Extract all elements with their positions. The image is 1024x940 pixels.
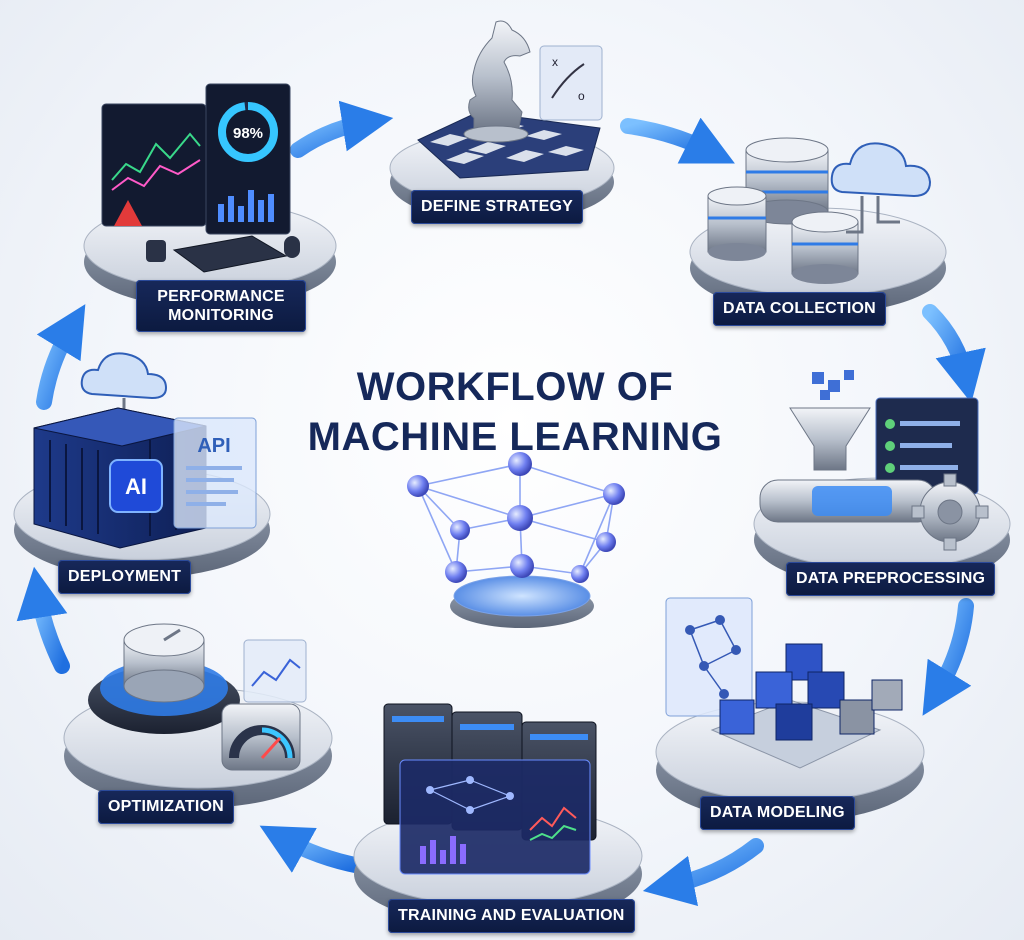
- diagram-title: WORKFLOW OF MACHINE LEARNING: [280, 362, 750, 462]
- speedometer-gauge-icon: [221, 703, 301, 771]
- mouse-icon: [284, 236, 300, 258]
- svg-text:x: x: [552, 55, 558, 69]
- stage-label-data-preprocessing: DATA PREPROCESSING: [786, 562, 996, 596]
- svg-text:o: o: [578, 89, 585, 103]
- stage-label-deployment: DEPLOYMENT: [58, 560, 192, 594]
- data-collection-illustration: [707, 137, 932, 284]
- stage-label-data-collection: DATA COLLECTION: [713, 292, 886, 326]
- arrow-training-to-optimization: [259, 825, 368, 874]
- arrow-optimization-to-deployment: [16, 566, 70, 674]
- stage-label-define-strategy: DEFINE STRATEGY: [411, 190, 584, 224]
- keyboard-icon: [172, 235, 288, 273]
- database-icon: [707, 186, 767, 261]
- stage-label-training-and-evaluation: TRAINING AND EVALUATION: [388, 899, 635, 933]
- control-dial-icon: [123, 623, 205, 703]
- warning-icon: [114, 200, 142, 226]
- trend-panel: [243, 639, 307, 703]
- api-panel-label: API: [197, 435, 230, 457]
- neural-network-hologram: [407, 452, 625, 628]
- gear-icon: [911, 473, 989, 551]
- data-blocks: [812, 370, 854, 400]
- monitor-icon: 98%: [205, 83, 291, 235]
- monitor-icon: [101, 103, 207, 227]
- performance-monitoring-illustration: 98%: [101, 83, 300, 273]
- arrow-preprocessing-to-modeling: [922, 598, 974, 716]
- cloud-icon: [80, 352, 168, 400]
- stage-label-optimization: OPTIMIZATION: [98, 790, 234, 824]
- model-cubes: [719, 643, 903, 741]
- optimization-illustration: [88, 623, 307, 771]
- performance-gauge-value: 98%: [233, 125, 263, 142]
- title-line-2: MACHINE LEARNING: [307, 415, 723, 459]
- define-strategy-illustration: x o: [417, 20, 603, 179]
- title-line-1: WORKFLOW OF: [356, 365, 674, 409]
- stage-label-performance-monitoring-line2: MONITORING: [168, 307, 274, 324]
- training-and-evaluation-illustration: [383, 703, 597, 875]
- evaluation-dashboard: [399, 759, 591, 875]
- arrow-collection-to-preprocessing: [922, 304, 986, 404]
- data-modeling-illustration: [665, 597, 903, 769]
- arrow-modeling-to-training: [642, 838, 764, 907]
- chess-knight-icon: [468, 20, 531, 133]
- stage-label-performance-monitoring: PERFORMANCE MONITORING: [136, 280, 306, 332]
- arrow-deployment-to-monitoring: [36, 304, 86, 410]
- stage-label-data-modeling: DATA MODELING: [700, 796, 855, 830]
- deployment-illustration: AI API: [33, 352, 257, 549]
- network-nodes: [407, 452, 625, 583]
- cloud-icon: [830, 142, 932, 198]
- flow-arrows: [16, 100, 986, 907]
- arrow-strategy-to-collection: [620, 117, 735, 164]
- tactics-board: [539, 45, 603, 121]
- data-preprocessing-illustration: [759, 370, 989, 551]
- funnel-icon: [789, 407, 871, 471]
- performance-gauge-ring: [218, 102, 278, 162]
- stage-label-performance-monitoring-line1: PERFORMANCE: [157, 288, 285, 305]
- arrow-monitoring-to-strategy: [290, 100, 394, 158]
- network-panel: [665, 597, 753, 717]
- database-icon: [791, 211, 859, 284]
- ai-chip-label: AI: [125, 474, 147, 499]
- api-panel: [173, 417, 257, 529]
